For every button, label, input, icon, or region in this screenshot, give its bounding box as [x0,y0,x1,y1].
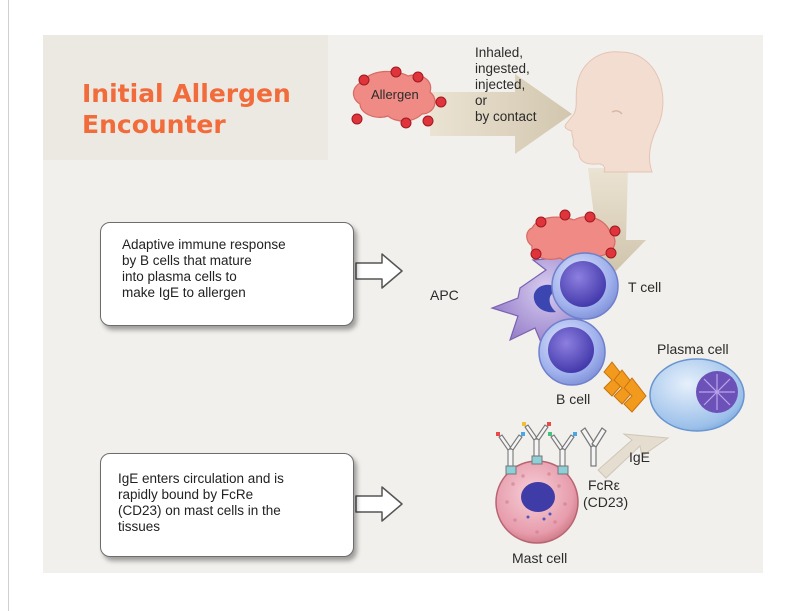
b-cell [538,318,606,386]
allergen-particle [351,66,447,129]
ige-label: IgE [629,449,651,465]
note-adaptive-response: Adaptive immune response by B cells that… [100,222,354,326]
apc-label: APC [430,287,459,303]
note-ige-line-4: tissues [118,519,161,534]
route-arrow [430,74,572,154]
human-head-icon [564,51,664,173]
fcre-label: FcRε [588,477,620,493]
note-ige-binding: IgE enters circulation and is rapidly bo… [100,453,354,557]
route-4: or [475,93,488,108]
differentiation-arrow [603,361,647,413]
t-cell-label: T cell [628,279,662,295]
note-ige-line-2: rapidly bound by FcRe [118,487,254,502]
note-ige-line-3: (CD23) on mast cells in the [118,503,281,518]
note-ige-line-1: IgE enters circulation and is [118,471,284,486]
route-1: Inhaled, [475,45,524,60]
exposure-routes: Inhaled, ingested, injected, or by conta… [475,45,537,125]
ige-antibody-icon [580,427,607,467]
route-3: injected, [475,77,526,92]
note-adaptive-line-1: Adaptive immune response [122,237,286,252]
note-adaptive-line-4: make IgE to allergen [122,285,246,300]
note-adaptive-line-3: into plasma cells to [122,269,237,284]
slide-title: Initial Allergen Encounter [82,78,291,140]
b-cell-label: B cell [556,391,591,407]
plasma-cell-label: Plasma cell [657,341,729,357]
title-line-1: Initial Allergen [82,79,291,108]
mast-cell-label: Mast cell [512,550,568,566]
t-cell [551,252,619,320]
ige-arrow [597,433,670,479]
title-line-2: Encounter [82,110,226,139]
callout-arrow-2 [355,486,403,522]
mast-cell [495,422,579,544]
note-adaptive-line-2: by B cells that mature [122,253,252,268]
page-edge [8,0,9,611]
allergen-label: Allergen [371,87,419,102]
cd23-label: (CD23) [583,494,629,510]
route-2: ingested, [475,61,530,76]
route-5: by contact [475,109,537,124]
plasma-cell [649,358,745,432]
title-band [43,35,328,160]
allergen-on-apc [526,209,621,264]
callout-arrow-1 [355,253,403,289]
